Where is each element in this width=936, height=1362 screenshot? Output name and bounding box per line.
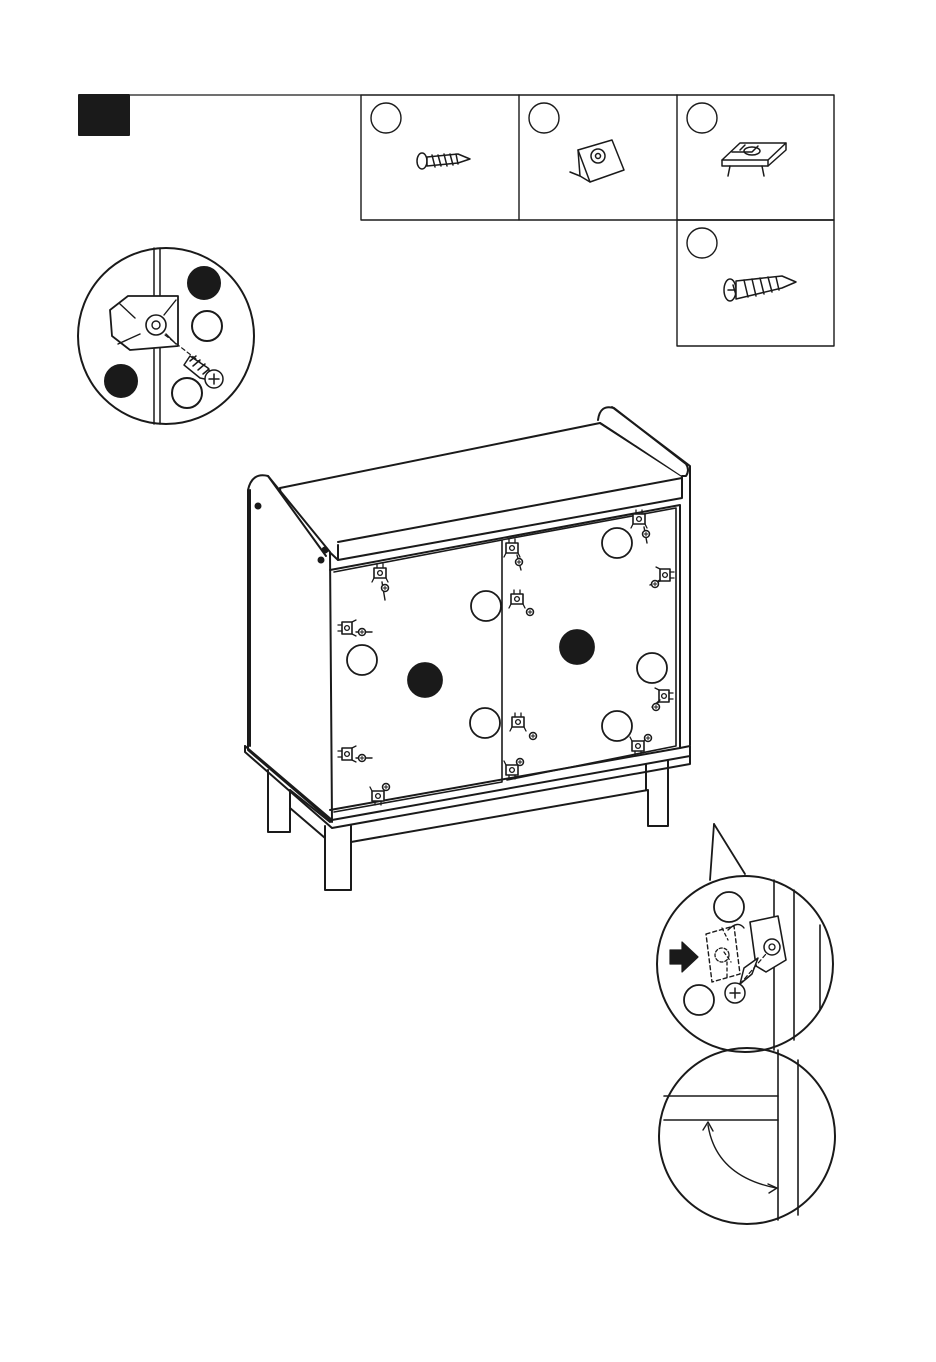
marker-open (192, 311, 222, 341)
right-panel-marker (560, 630, 594, 664)
marker-open (471, 591, 501, 621)
arrow-head-icon (768, 1184, 777, 1193)
left-panel-marker (408, 663, 442, 697)
screw-icon (725, 958, 758, 1003)
marker-open (172, 378, 202, 408)
part-id-circle (687, 228, 717, 258)
short-screw-icon (724, 276, 796, 301)
part-cell-corner-bracket (529, 103, 624, 182)
screw-icon (643, 527, 650, 543)
screw-icon (652, 700, 660, 711)
step-header (79, 95, 361, 135)
marker-open (714, 892, 744, 922)
screw-icon (645, 735, 652, 742)
marker-open (684, 985, 714, 1015)
clip-screw-detail (78, 248, 254, 424)
part-id-circle (529, 103, 559, 133)
screw-icon (530, 733, 537, 740)
push-arrow-icon (670, 942, 698, 972)
screw-icon (356, 755, 372, 762)
corner-bracket-icon (570, 140, 624, 182)
marker-filled (188, 267, 220, 299)
part-cell-wood-screw (371, 103, 470, 169)
cabinet-drawing (245, 407, 690, 890)
part-id-circle (371, 103, 401, 133)
part-cell-short-screw (687, 228, 796, 301)
marker-open (602, 711, 632, 741)
bracket-detail (657, 824, 833, 1052)
back-panel-clip-icon (722, 143, 786, 176)
marker-open (637, 653, 667, 683)
screw-icon (356, 629, 372, 636)
marker-open (347, 645, 377, 675)
marker-filled (105, 365, 137, 397)
wood-screw-icon (417, 153, 470, 169)
screw-icon (517, 759, 524, 766)
marker-open (602, 528, 632, 558)
marker-open (470, 708, 500, 738)
parts-table (361, 95, 834, 346)
screw-icon (650, 580, 660, 588)
screw-icon (382, 582, 389, 600)
part-cell-back-panel-clip (687, 103, 786, 176)
screw-icon (516, 555, 523, 570)
screw-icon (527, 609, 534, 616)
part-id-circle (687, 103, 717, 133)
step-number-badge (79, 95, 129, 135)
screw-icon (383, 784, 390, 791)
right-angle-arc (708, 1125, 776, 1188)
right-angle-detail (659, 1048, 835, 1224)
